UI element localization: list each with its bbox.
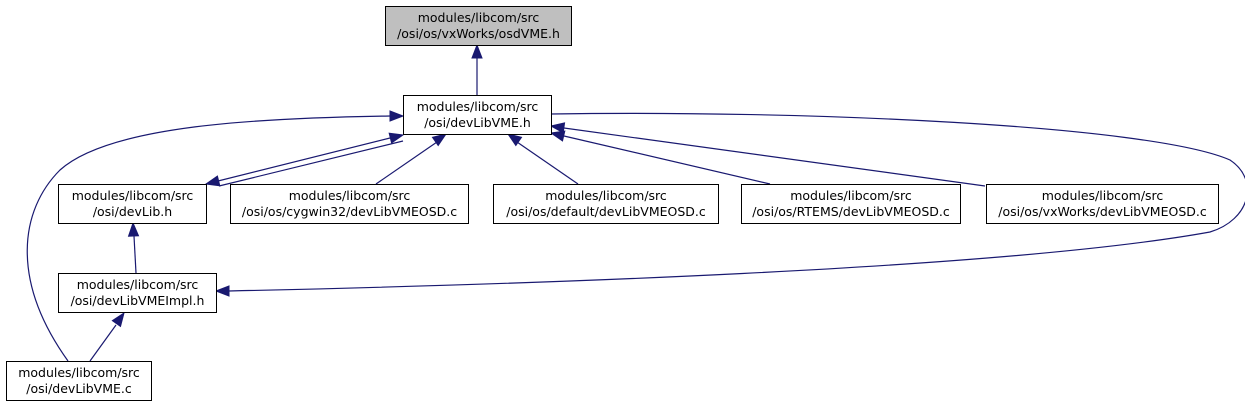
edge-rtems-to-devlibvme-h	[549, 130, 771, 185]
node-label-line2: /osi/devLibVMEImpl.h	[71, 293, 205, 308]
node-label-line2: /osi/os/cygwin32/devLibVMEOSD.c	[242, 204, 457, 219]
edge-line	[218, 140, 404, 187]
edge-line	[516, 141, 579, 185]
node-vxworks[interactable]: modules/libcom/src/osi/os/vxWorks/devLib…	[986, 184, 1219, 224]
node-label-line1: modules/libcom/src	[18, 365, 140, 380]
edge-default-to-devlibvme-h	[506, 133, 579, 185]
node-label-line2: /osi/os/default/devLibVMEOSD.c	[506, 204, 706, 219]
arrowhead	[549, 130, 566, 142]
edge-cygwin32-to-devlibvme-h	[375, 133, 448, 185]
node-cygwin32[interactable]: modules/libcom/src/osi/os/cygwin32/devLi…	[230, 184, 469, 224]
node-label-line2: /osi/devLibVME.h	[424, 115, 531, 130]
node-devlibvme-c[interactable]: modules/libcom/src/osi/devLibVME.c	[6, 361, 152, 401]
node-label-line2: /osi/os/RTEMS/devLibVMEOSD.c	[752, 204, 950, 219]
node-devlibvmeimpl-h[interactable]: modules/libcom/src/osi/devLibVMEImpl.h	[58, 273, 217, 313]
edge-line	[26, 115, 391, 362]
arrowhead	[204, 175, 221, 187]
edges-layer	[26, 43, 1245, 362]
node-box	[385, 6, 572, 46]
arrowhead	[431, 133, 448, 147]
arrowhead	[388, 132, 405, 144]
edge-line	[133, 235, 137, 274]
edge-devlibvme-c-to-devlibvme-h	[26, 110, 405, 362]
node-label-line1: modules/libcom/src	[418, 10, 540, 25]
arrowhead	[506, 133, 523, 147]
node-box	[403, 95, 552, 135]
arrowhead	[127, 221, 140, 237]
edge-line	[375, 141, 438, 185]
edge-devlibvme-h-to-osdvme	[471, 43, 483, 95]
node-box	[230, 184, 469, 224]
arrowhead	[111, 311, 125, 328]
edge-line	[563, 135, 771, 185]
node-label-line1: modules/libcom/src	[790, 188, 912, 203]
edge-devlibvme-h-to-devlibvmeimpl-h	[214, 112, 1245, 297]
node-devlibvme-h[interactable]: modules/libcom/src/osi/devLibVME.h	[403, 95, 552, 135]
node-label-line2: /osi/os/vxWorks/osdVME.h	[397, 26, 560, 41]
node-osdvme: modules/libcom/src/osi/os/vxWorks/osdVME…	[385, 6, 572, 46]
node-default[interactable]: modules/libcom/src/osi/os/default/devLib…	[493, 184, 719, 224]
edge-devlibvme-c-to-devlibvmeimpl-h	[89, 311, 125, 362]
arrowhead	[214, 285, 230, 297]
node-label-line1: modules/libcom/src	[289, 188, 411, 203]
arrowhead	[471, 43, 483, 59]
nodes-layer: modules/libcom/src/osi/os/vxWorks/osdVME…	[6, 6, 1219, 401]
node-label-line1: modules/libcom/src	[1042, 188, 1164, 203]
node-box	[58, 273, 217, 313]
edge-devlib-h-to-devlibvme-h	[205, 132, 405, 185]
edge-line	[89, 324, 117, 362]
arrowhead	[389, 110, 405, 122]
node-box	[58, 184, 207, 224]
node-label-line2: /osi/os/vxWorks/devLibVMEOSD.c	[998, 204, 1207, 219]
edge-devlibvme-h-to-devlib-h	[204, 140, 404, 187]
node-label-line1: modules/libcom/src	[417, 99, 539, 114]
arrowhead	[549, 122, 566, 134]
edge-line	[228, 112, 1245, 292]
node-devlib-h[interactable]: modules/libcom/src/osi/devLib.h	[58, 184, 207, 224]
node-label-line1: modules/libcom/src	[77, 277, 199, 292]
edge-vxworks-to-devlibvme-h	[549, 122, 986, 187]
node-box	[6, 361, 152, 401]
node-box	[741, 184, 961, 224]
edge-devlibvmeimpl-h-to-devlib-h	[127, 221, 140, 274]
edge-line	[563, 127, 986, 187]
edge-line	[205, 137, 391, 185]
node-label-line2: /osi/devLibVME.c	[26, 381, 132, 396]
node-box	[986, 184, 1219, 224]
node-label-line1: modules/libcom/src	[72, 188, 194, 203]
node-label-line1: modules/libcom/src	[545, 188, 667, 203]
node-rtems[interactable]: modules/libcom/src/osi/os/RTEMS/devLibVM…	[741, 184, 961, 224]
node-box	[493, 184, 719, 224]
node-label-line2: /osi/devLib.h	[93, 204, 172, 219]
